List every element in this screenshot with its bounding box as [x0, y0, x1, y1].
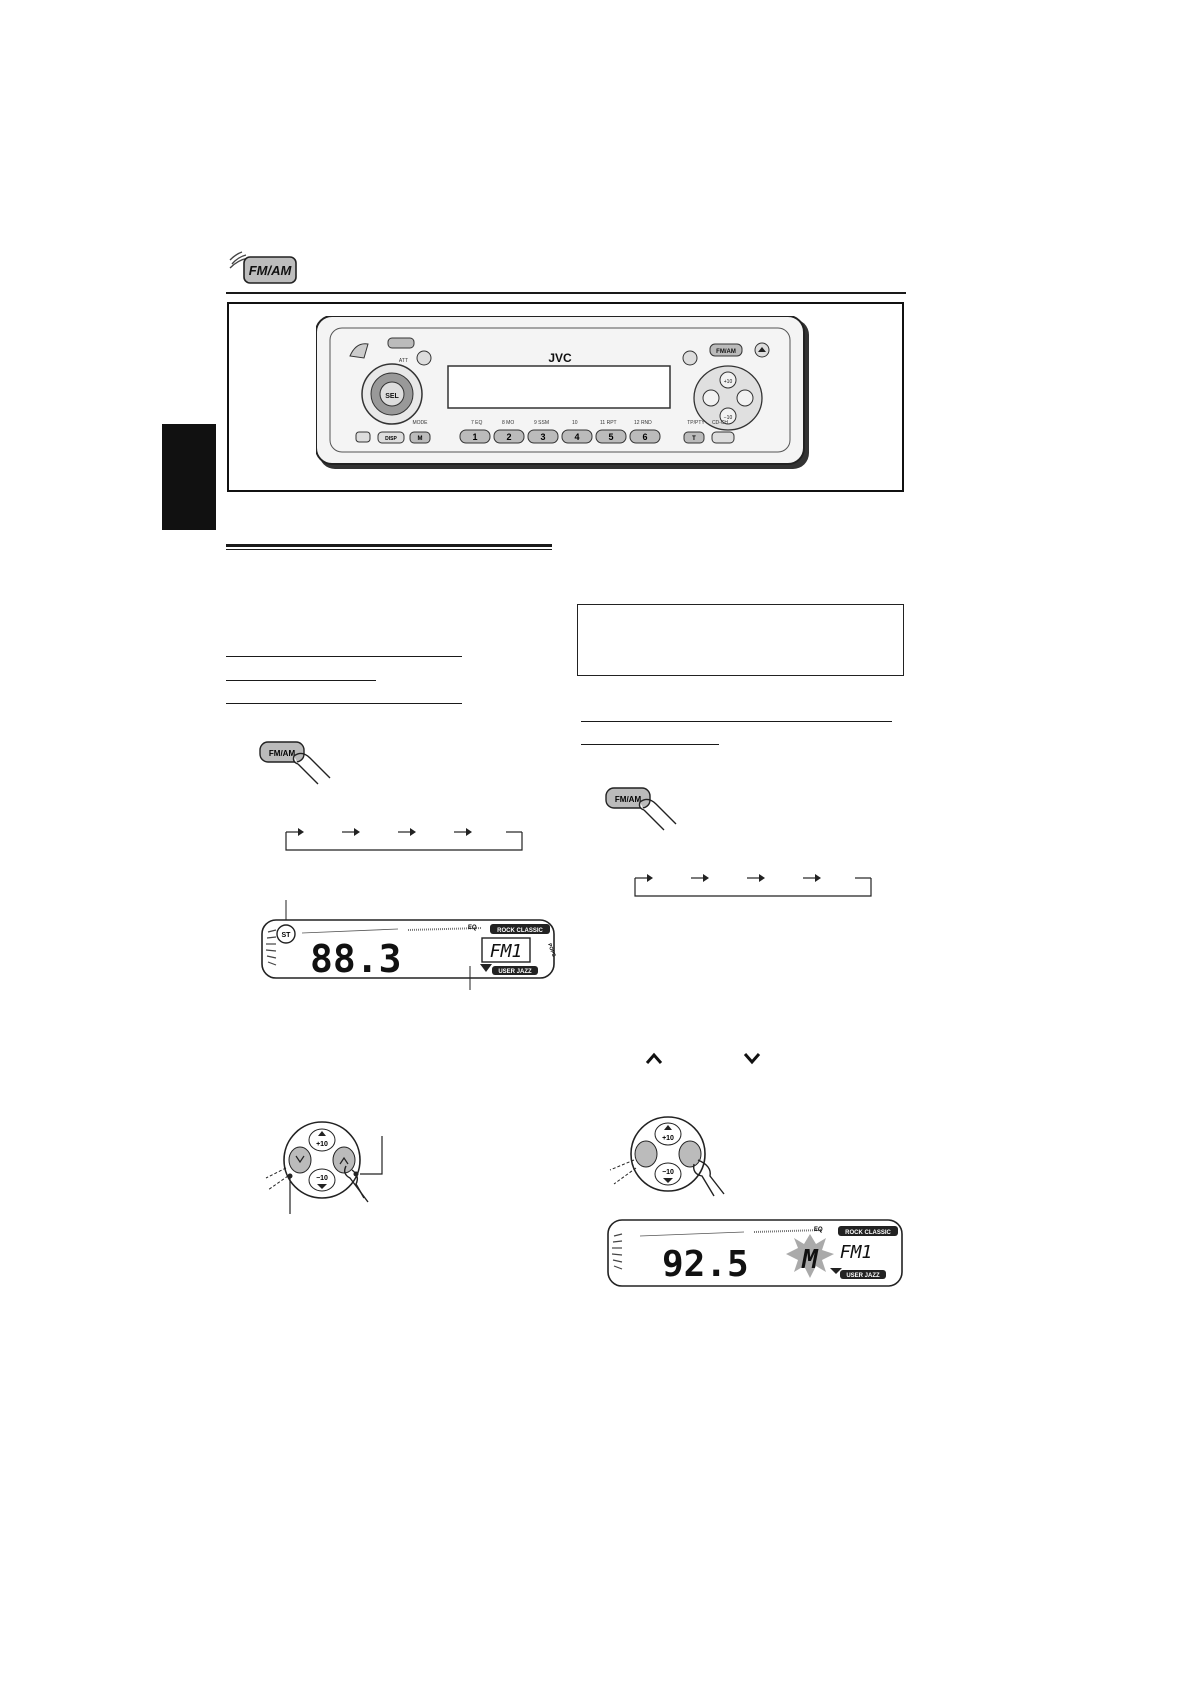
- control-pad-left: +10 −10: [256, 1118, 404, 1216]
- radio-faceplate: JVC SEL ATT FM/AM +10 −10 7 EQ 8 MO 9 SS…: [315, 315, 812, 474]
- underline-3: [226, 703, 462, 704]
- svg-text:MODE: MODE: [413, 420, 429, 426]
- svg-text:6: 6: [642, 432, 647, 442]
- svg-text:11 RPT: 11 RPT: [600, 420, 617, 426]
- svg-text:9 SSM: 9 SSM: [534, 420, 549, 426]
- svg-text:ROCK CLASSIC: ROCK CLASSIC: [497, 928, 543, 934]
- fm-am-badge: FM/AM: [228, 246, 300, 286]
- caret-up-icon: [644, 1050, 664, 1066]
- note-box: [577, 604, 904, 676]
- section-tab: [162, 424, 216, 530]
- caret-down-icon: [742, 1050, 762, 1066]
- svg-text:USER JAZZ: USER JAZZ: [846, 1273, 880, 1279]
- band-cycle-right: [633, 866, 875, 902]
- preset-buttons: 1 2 3 4 5 6: [459, 429, 661, 444]
- finger-press-icon: [293, 752, 331, 785]
- svg-text:EQ: EQ: [814, 1227, 823, 1233]
- stereo-indicator: ST: [282, 932, 292, 939]
- svg-text:3: 3: [540, 432, 545, 442]
- lcd-display-2: EQ 92.5 M FM1 ROCK CLASSIC USER JAZZ: [604, 1214, 908, 1296]
- svg-text:+10: +10: [316, 1141, 328, 1148]
- band-indicator: FM1: [490, 941, 523, 962]
- svg-text:12 RND: 12 RND: [634, 420, 652, 426]
- svg-text:EQ: EQ: [468, 925, 477, 931]
- svg-text:10: 10: [572, 420, 578, 426]
- svg-text:4: 4: [574, 432, 579, 442]
- svg-text:TP/PTY: TP/PTY: [687, 420, 705, 426]
- svg-text:5: 5: [608, 432, 613, 442]
- svg-text:+10: +10: [724, 379, 733, 385]
- svg-text:CD-CH: CD-CH: [712, 420, 728, 426]
- badge-label: FM/AM: [249, 263, 293, 278]
- section-rule-left: [226, 544, 552, 547]
- svg-text:FM/AM: FM/AM: [615, 795, 642, 804]
- svg-text:7 EQ: 7 EQ: [471, 420, 483, 426]
- svg-text:USER JAZZ: USER JAZZ: [498, 969, 532, 975]
- svg-text:8 MO: 8 MO: [502, 420, 514, 426]
- svg-text:POPS: POPS: [546, 943, 557, 959]
- underline-1: [226, 656, 462, 657]
- header-rule: [226, 292, 906, 294]
- svg-text:FM/AM: FM/AM: [716, 349, 736, 355]
- svg-text:DISP: DISP: [385, 436, 397, 442]
- brand-logo: JVC: [548, 351, 572, 365]
- press-fmam-illustration-right: FM/AM: [604, 786, 684, 836]
- radio-figure-frame: [227, 302, 904, 492]
- section-rule-left-thin: [226, 549, 552, 550]
- svg-text:−10: −10: [662, 1169, 674, 1176]
- svg-text:1: 1: [472, 432, 477, 442]
- svg-text:−10: −10: [316, 1175, 328, 1182]
- svg-text:−10: −10: [724, 415, 733, 421]
- underline-right-1: [581, 721, 892, 722]
- svg-text:+10: +10: [662, 1135, 674, 1142]
- mono-indicator: M: [801, 1245, 819, 1275]
- svg-text:ROCK CLASSIC: ROCK CLASSIC: [845, 1230, 891, 1236]
- svg-text:M: M: [418, 436, 423, 442]
- fmam-button-label: FM/AM: [269, 749, 296, 758]
- frequency-readout: 92.5: [662, 1244, 749, 1285]
- frequency-readout: 88.3: [310, 937, 402, 981]
- control-pad-right: +10 −10: [600, 1114, 740, 1198]
- band-indicator: FM1: [840, 1242, 873, 1263]
- press-fmam-illustration: FM/AM: [258, 738, 338, 788]
- lcd-display-1: ST EQ 88.3 FM1 ROCK CLASSIC USER JAZZ PO…: [258, 896, 560, 992]
- svg-text:T: T: [692, 436, 696, 442]
- svg-text:ATT: ATT: [399, 358, 408, 364]
- band-cycle-left: [284, 818, 526, 854]
- underline-right-2: [581, 744, 719, 745]
- underline-2: [226, 680, 376, 681]
- sel-label: SEL: [385, 393, 399, 400]
- svg-text:2: 2: [506, 432, 511, 442]
